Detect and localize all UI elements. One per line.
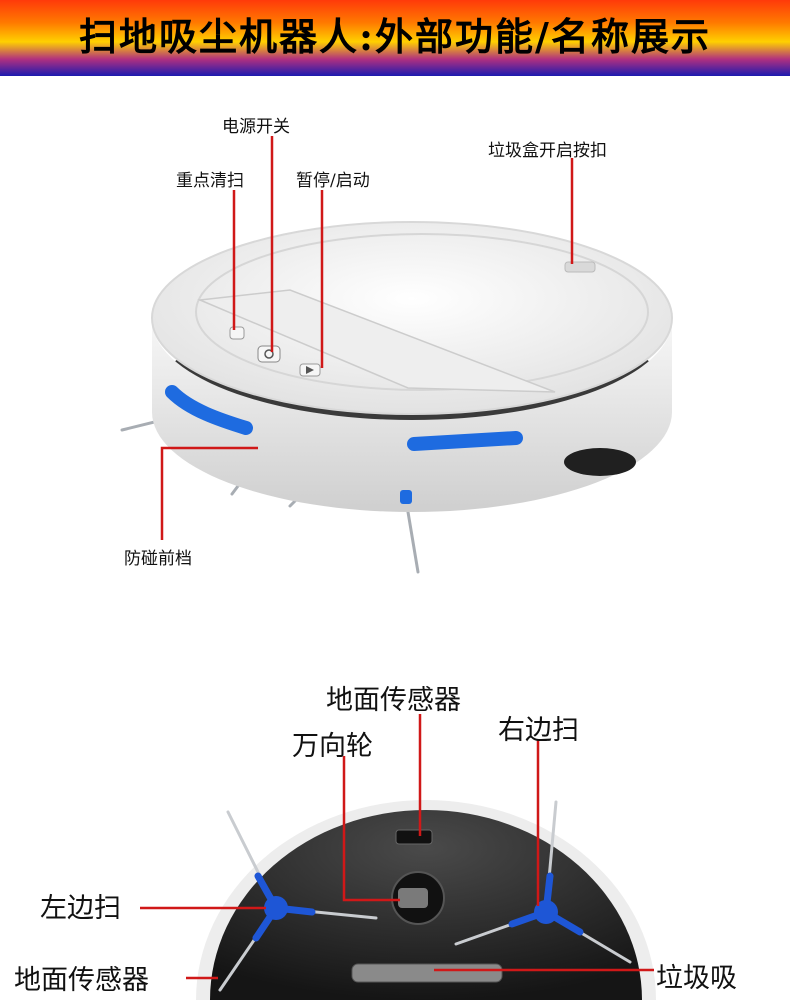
robot-top-disc bbox=[151, 221, 673, 415]
robot-top-view bbox=[120, 221, 673, 574]
spot-clean-button[interactable] bbox=[229, 326, 245, 340]
label-left-brush: 左边扫 bbox=[40, 893, 121, 924]
robot-body-side bbox=[152, 320, 672, 512]
front-caster bbox=[400, 490, 412, 504]
label-floor-sensor-left: 地面传感器 bbox=[14, 965, 149, 996]
label-suction: 垃圾吸 bbox=[656, 963, 737, 994]
caster-wheel-hub bbox=[398, 888, 428, 908]
right-side-brush bbox=[454, 800, 632, 964]
label-right-brush: 右边扫 bbox=[498, 715, 579, 746]
label-spot-clean: 重点清扫 bbox=[176, 171, 244, 191]
bottom-callout-lines bbox=[140, 714, 654, 980]
suction-opening bbox=[351, 963, 503, 983]
control-panel-strip bbox=[197, 289, 556, 393]
robot-top-lid-ring bbox=[195, 233, 649, 391]
floor-sensor-top bbox=[395, 829, 433, 845]
top-callout-lines bbox=[160, 136, 574, 540]
power-button[interactable] bbox=[257, 345, 281, 363]
label-power-switch: 电源开关 bbox=[222, 117, 290, 137]
label-caster-wheel: 万向轮 bbox=[292, 731, 373, 762]
dustbin-release-clip[interactable] bbox=[564, 261, 596, 273]
label-pause-start: 暂停/启动 bbox=[296, 171, 370, 191]
bumper-light-left bbox=[165, 385, 253, 435]
power-icon bbox=[264, 349, 274, 359]
rear-wheel bbox=[564, 448, 636, 476]
page-title: 扫地吸尘机器人:外部功能/名称展示 bbox=[79, 14, 711, 59]
robot-bottom-view bbox=[196, 800, 656, 1000]
play-icon bbox=[306, 366, 314, 374]
bumper-light-front bbox=[407, 431, 523, 451]
left-side-brush bbox=[218, 810, 378, 992]
label-dustbin-release: 垃圾盒开启按扣 bbox=[488, 141, 607, 161]
label-floor-sensor-top: 地面传感器 bbox=[326, 685, 461, 716]
title-banner: 扫地吸尘机器人:外部功能/名称展示 bbox=[0, 0, 790, 76]
label-bumper: 防碰前档 bbox=[124, 549, 192, 569]
